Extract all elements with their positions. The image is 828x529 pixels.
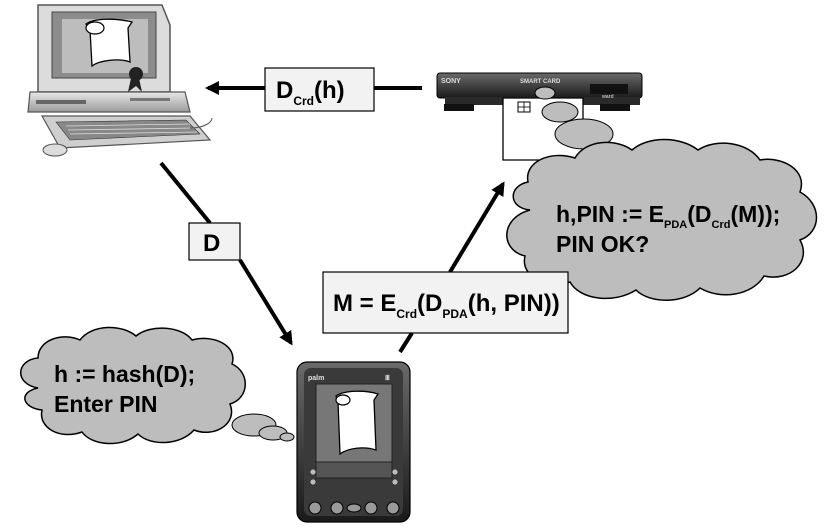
right-cloud-line2: PIN OK? (556, 231, 649, 257)
left-cloud-line1: h := hash(D); (54, 361, 195, 387)
reader-thought-bubbles (534, 86, 614, 150)
label-d-crd-sub: Crd (293, 94, 314, 108)
label-d-text: D (203, 230, 220, 257)
computer-icon (27, 4, 213, 157)
right-cloud-line1-post: (M)); (730, 201, 780, 227)
pda-model: Ⅲ (385, 374, 390, 382)
right-cloud-line1-mid: (D (687, 201, 711, 227)
label-m-post: (h, PIN)) (468, 290, 560, 317)
svg-text:M = ECrd(DPDA(h, PIN)): M = ECrd(DPDA(h, PIN)) (333, 290, 560, 321)
label-m-sub2: PDA (442, 307, 468, 321)
label-m-sub1: Crd (396, 307, 417, 321)
svg-text:DCrd(h): DCrd(h) (276, 77, 345, 108)
reader-title: SMART CARD (520, 79, 561, 85)
reader-badge: ward (601, 94, 614, 100)
right-cloud-line1-pre: h,PIN := E (556, 201, 664, 227)
arrow-pda-to-reader (398, 181, 505, 354)
label-m-eq: M = ECrd(DPDA(h, PIN)) (322, 271, 569, 334)
label-d: D (188, 222, 241, 261)
label-d-crd-h: DCrd(h) (264, 67, 375, 112)
svg-text:h,PIN := EPDA(DCrd(M));: h,PIN := EPDA(DCrd(M)); (556, 201, 780, 231)
label-d-crd-rest: (h) (314, 77, 345, 104)
label-d-crd-main: D (276, 77, 293, 104)
label-m-mid: (D (417, 290, 442, 317)
left-thought-cloud: h := hash(D); Enter PIN (20, 326, 246, 445)
arrow-computer-to-pda (159, 161, 293, 346)
reader-brand: SONY (441, 78, 461, 85)
label-m-pre: M = E (333, 290, 396, 317)
pda-thought-bubbles (231, 413, 295, 442)
right-cloud-sub2: Crd (712, 219, 731, 231)
right-thought-cloud: h,PIN := EPDA(DCrd(M)); PIN OK? (506, 138, 818, 301)
right-cloud-sub1: PDA (664, 219, 687, 231)
pda-brand: palm (308, 375, 324, 382)
pda-icon: palm Ⅲ (296, 361, 411, 523)
left-cloud-line2: Enter PIN (54, 391, 158, 417)
